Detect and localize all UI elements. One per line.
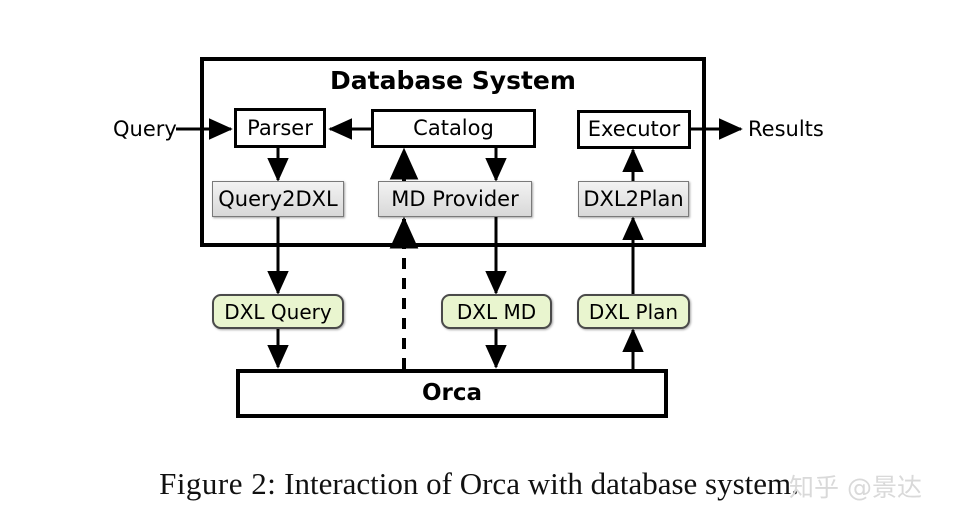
node-dxl-query-label: DXL Query [224, 299, 332, 324]
output-label-results: Results [748, 117, 824, 141]
node-catalog-label: Catalog [413, 116, 494, 140]
node-dxl-plan[interactable]: DXL Plan [577, 294, 690, 329]
node-query2dxl-label: Query2DXL [218, 186, 338, 211]
node-orca-label: Orca [421, 380, 483, 406]
input-label-query: Query [113, 117, 177, 141]
node-dxl2plan[interactable]: DXL2Plan [578, 181, 689, 217]
node-dxl2plan-label: DXL2Plan [583, 186, 684, 211]
node-query2dxl[interactable]: Query2DXL [212, 181, 344, 217]
node-parser-label: Parser [247, 115, 313, 140]
node-dxl-query[interactable]: DXL Query [212, 294, 344, 329]
figure-caption-text: Interaction of Orca with database system… [284, 466, 799, 501]
database-system-container [200, 57, 706, 247]
node-dxl-md[interactable]: DXL MD [441, 294, 552, 329]
node-dxl-md-label: DXL MD [456, 299, 537, 324]
node-md-provider-label: MD Provider [391, 186, 519, 211]
database-system-title: Database System [330, 66, 576, 95]
node-executor[interactable]: Executor [577, 110, 691, 149]
node-md-provider[interactable]: MD Provider [378, 181, 532, 217]
node-parser[interactable]: Parser [234, 108, 326, 148]
node-executor-label: Executor [587, 117, 681, 141]
node-catalog[interactable]: Catalog [371, 109, 536, 148]
figure-caption: Figure 2: Interaction of Orca with datab… [0, 466, 958, 502]
node-orca[interactable]: Orca [236, 369, 668, 418]
node-dxl-plan-label: DXL Plan [588, 299, 679, 324]
figure-caption-label: Figure 2: [159, 466, 277, 501]
